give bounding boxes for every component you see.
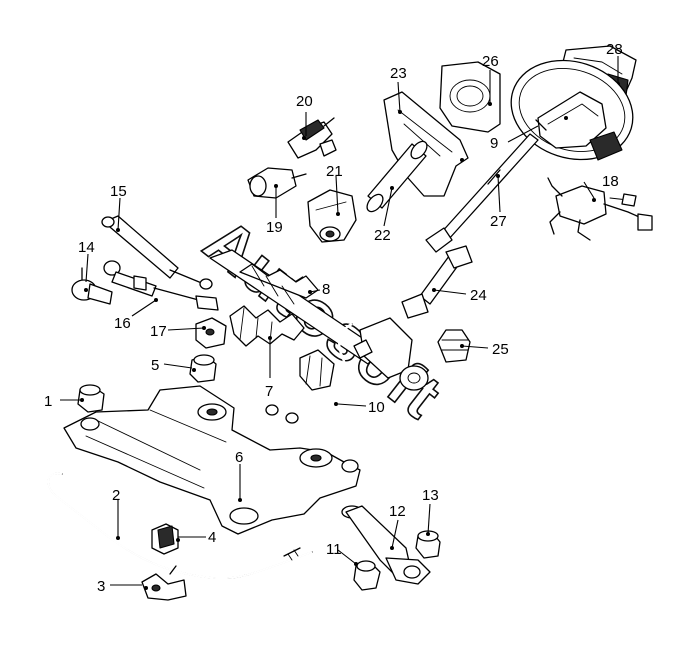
- leader-lines: [60, 56, 619, 586]
- steering-shaft: [425, 133, 539, 253]
- ball-joint: [415, 530, 441, 559]
- callout-27: 27: [490, 213, 507, 230]
- callout-25: 25: [492, 341, 509, 358]
- outer-tie-rod-end: [71, 267, 113, 305]
- callout-11: 11: [326, 541, 342, 558]
- column-lock-bracket: [307, 189, 357, 243]
- callout-17: 17: [150, 323, 167, 340]
- callout-24: 24: [470, 287, 487, 304]
- callout-14: 14: [78, 239, 95, 256]
- callout-28: 28: [606, 41, 623, 58]
- steering-rack: [209, 249, 429, 391]
- callout-labels: 1 2 3 4 5 6 7 8 9 10 11 12 13 14 15 16 1…: [44, 41, 623, 595]
- inner-tie-rod: [103, 260, 219, 311]
- callout-4: 4: [208, 529, 216, 546]
- steering-wheel: [510, 59, 634, 161]
- callout-21: 21: [326, 163, 343, 180]
- mount-isolator: [189, 354, 217, 383]
- ignition-switch: [287, 117, 337, 159]
- steering-damper: [101, 215, 213, 290]
- callout-13: 13: [422, 487, 439, 504]
- rack-bellows: [229, 305, 335, 391]
- callout-20: 20: [296, 93, 313, 110]
- callout-9: 9: [490, 135, 498, 152]
- callout-16: 16: [114, 315, 131, 332]
- callout-22: 22: [374, 227, 391, 244]
- combination-switch: [547, 177, 653, 241]
- subframe: [63, 385, 361, 535]
- callout-7: 7: [265, 383, 273, 400]
- stabilizer-bracket: [141, 565, 187, 601]
- column-tube: [366, 140, 428, 213]
- callout-5: 5: [151, 357, 159, 374]
- callout-23: 23: [390, 65, 407, 82]
- shaft-boot: [437, 329, 471, 363]
- callout-19: 19: [266, 219, 283, 236]
- arm-bushing: [353, 560, 381, 591]
- intermediate-shaft: [401, 245, 473, 319]
- lock-cylinder: [247, 167, 307, 199]
- callout-2: 2: [112, 487, 120, 504]
- callout-26: 26: [482, 53, 499, 70]
- hydraulic-line: [265, 322, 353, 424]
- callout-12: 12: [389, 503, 406, 520]
- stabilizer-bushing: [151, 523, 180, 555]
- control-arm: [341, 505, 431, 585]
- horn-pad: [439, 61, 501, 133]
- callout-3: 3: [97, 578, 105, 595]
- callout-15: 15: [110, 183, 127, 200]
- mount-bushing: [77, 384, 105, 413]
- callout-8: 8: [322, 281, 330, 298]
- stabilizer-bar: [47, 472, 313, 580]
- callout-6: 6: [235, 449, 243, 466]
- callout-18: 18: [602, 173, 619, 190]
- callout-10: 10: [368, 399, 385, 416]
- callout-1: 1: [44, 393, 52, 410]
- rack-mount-bracket: [195, 317, 227, 349]
